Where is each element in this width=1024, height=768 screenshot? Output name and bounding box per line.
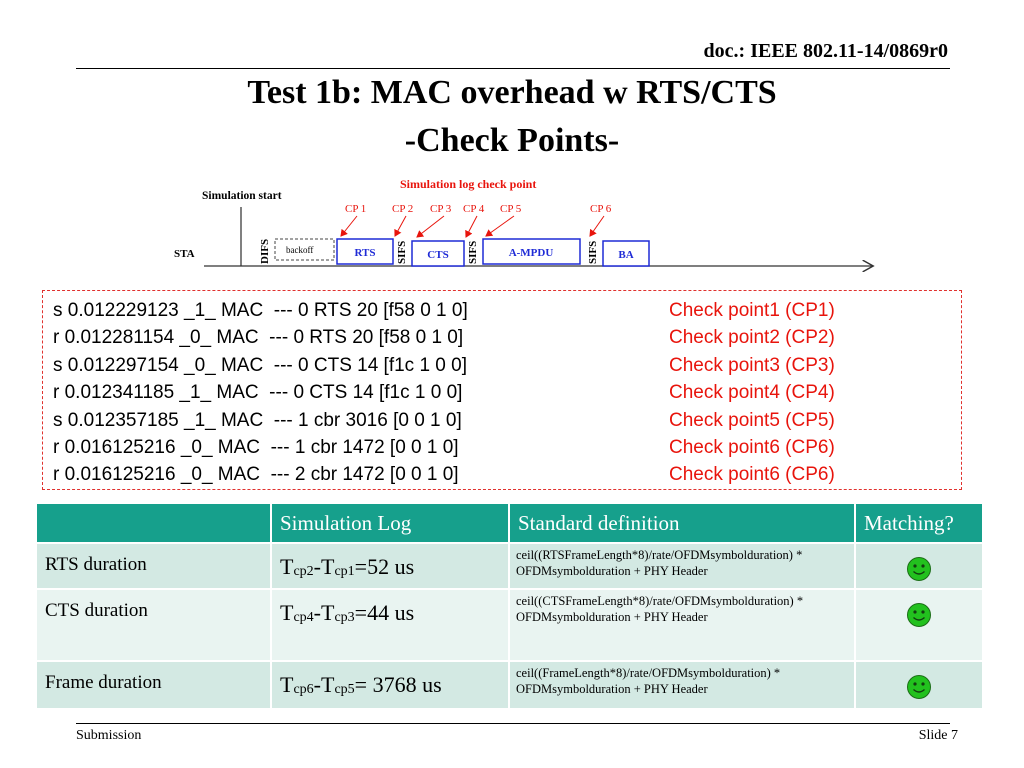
header-cell-simulation-log: Simulation Log (270, 502, 510, 544)
log-line: r 0.012341185 _1_ MAC --- 0 CTS 14 [f1c … (53, 382, 463, 404)
results-table: Simulation Log Standard definition Match… (35, 502, 984, 710)
smiley-icon (907, 675, 931, 699)
sifs3-label: SIFS (587, 241, 599, 264)
checkpoint-5-label: CP 5 (500, 203, 522, 215)
document-id: doc.: IEEE 802.11-14/0869r0 (703, 40, 948, 62)
standard-definition: ceil((RTSFrameLength*8)/rate/OFDMsymbold… (508, 542, 856, 590)
checkpoint-4-label: CP 4 (463, 203, 485, 215)
footer-submission: Submission (76, 728, 142, 743)
ba-frame-label: BA (618, 249, 633, 261)
checkpoint-5-arrow (485, 215, 515, 237)
matching-cell (854, 588, 984, 662)
check-point-title: Simulation log check point (400, 177, 536, 191)
log-line: r 0.016125216 _0_ MAC --- 1 cbr 1472 [0 … (53, 436, 459, 458)
table-header-row: Simulation Log Standard definition Match… (35, 502, 984, 544)
check-point-label: Check point1 (CP1) (669, 300, 835, 321)
timing-diagram: Simulation log check point Simulation st… (174, 177, 880, 280)
check-point-label: Check point2 (CP2) (669, 327, 835, 349)
header-divider (76, 68, 950, 69)
rts-frame-label: RTS (354, 247, 375, 259)
simulation-log-value: Tcp4-Tcp3=44 us (270, 588, 510, 662)
check-point-label: Check point5 (CP5) (669, 409, 835, 431)
checkpoint-1-arrow (340, 215, 358, 237)
check-point-label: Check point6 (CP6) (669, 436, 835, 458)
checkpoint-2-label: CP 2 (392, 203, 413, 215)
ba-frame (602, 240, 650, 267)
header-cell-standard-definition: Standard definition (508, 502, 856, 544)
log-line: r 0.012281154 _0_ MAC --- 0 RTS 20 [f58 … (53, 327, 464, 349)
checkpoint-3-label: CP 3 (430, 203, 452, 215)
checkpoint-2-arrow (394, 215, 407, 237)
rts-frame (336, 238, 394, 265)
log-line: s 0.012229123 _1_ MAC --- 0 RTS 20 [f58 … (53, 300, 468, 321)
footer-slide-number: Slide 7 (918, 728, 958, 743)
checkpoint-6-label: CP 6 (590, 203, 612, 215)
simulation-start-label: Simulation start (202, 190, 282, 202)
check-point-label: Check point4 (CP4) (669, 382, 835, 404)
smiley-icon (907, 557, 931, 581)
backoff-label: backoff (286, 245, 313, 255)
simulation-log-box: s 0.012229123 _1_ MAC --- 0 RTS 20 [f58 … (42, 290, 962, 490)
standard-definition: ceil((FrameLength*8)/rate/OFDMsymboldura… (508, 660, 856, 710)
table-row: CTS duration Tcp4-Tcp3=44 us ceil((CTSFr… (35, 588, 984, 662)
check-point-label: Check point6 (CP6) (669, 464, 835, 486)
difs-label: DIFS (259, 239, 271, 264)
log-lines: s 0.012229123 _1_ MAC --- 0 RTS 20 [f58 … (53, 297, 468, 489)
row-label: RTS duration (35, 542, 272, 590)
smiley-icon (907, 603, 931, 627)
log-line: s 0.012357185 _1_ MAC --- 1 cbr 3016 [0 … (53, 409, 462, 431)
simulation-log-value: Tcp6-Tcp5= 3768 us (270, 660, 510, 710)
checkpoint-4-arrow (465, 215, 478, 238)
sifs1-label: SIFS (396, 241, 408, 264)
header-cell-blank (35, 502, 272, 544)
ampdu-frame-label: A-MPDU (509, 247, 554, 259)
checkpoint-3-arrow (416, 215, 445, 238)
sifs2-label: SIFS (467, 241, 479, 264)
matching-cell (854, 542, 984, 590)
log-line: r 0.016125216 _0_ MAC --- 2 cbr 1472 [0 … (53, 464, 459, 486)
matching-cell (854, 660, 984, 710)
row-label: CTS duration (35, 588, 272, 662)
check-point-labels: Check point1 (CP1) Check point2 (CP2) Ch… (669, 297, 835, 489)
sta-label: STA (174, 248, 195, 260)
table-row: RTS duration Tcp2-Tcp1=52 us ceil((RTSFr… (35, 542, 984, 590)
log-line: s 0.012297154 _0_ MAC --- 0 CTS 14 [f1c … (53, 354, 468, 376)
backoff-box (274, 238, 335, 261)
cts-frame (411, 240, 465, 267)
checkpoint-6-arrow (589, 215, 605, 237)
standard-definition: ceil((CTSFrameLength*8)/rate/OFDMsymbold… (508, 588, 856, 662)
simulation-log-value: Tcp2-Tcp1=52 us (270, 542, 510, 590)
header-cell-matching: Matching? (854, 502, 984, 544)
checkpoint-1-label: CP 1 (345, 203, 366, 215)
table-row: Frame duration Tcp6-Tcp5= 3768 us ceil((… (35, 660, 984, 710)
cts-frame-label: CTS (427, 249, 448, 261)
row-label: Frame duration (35, 660, 272, 710)
slide-subtitle: -Check Points- (404, 122, 620, 159)
ampdu-frame (482, 238, 581, 265)
slide-title: Test 1b: MAC overhead w RTS/CTS (247, 74, 777, 111)
footer-divider (76, 723, 950, 724)
check-point-label: Check point3 (CP3) (669, 354, 835, 376)
